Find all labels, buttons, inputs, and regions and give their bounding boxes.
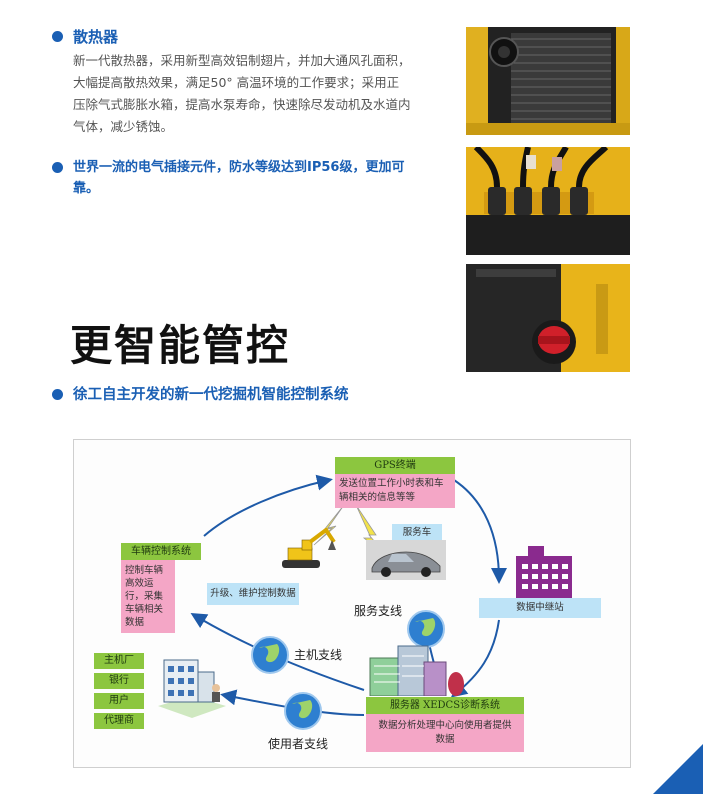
globe-icon: [284, 692, 322, 730]
user-item: 代理商: [94, 713, 144, 729]
upgrade-maintenance-label: 升级、维护控制数据: [207, 583, 299, 605]
section-title-radiator: 散热器: [73, 28, 119, 46]
bullet-dot: [52, 162, 63, 173]
vehicle-control-desc: 控制车辆高效运行，采集车辆相关数据: [121, 560, 175, 633]
corner-decoration: [653, 744, 703, 794]
host-line-label: 主机支线: [294, 648, 343, 662]
gps-terminal-title: GPS终端: [335, 457, 455, 474]
radiator-photo: [466, 27, 630, 135]
section-text-electrical: 世界一流的电气插接元件，防水等级达到IP56级，更加可靠。: [73, 160, 405, 196]
bullet-dot: [52, 389, 63, 400]
user-item: 银行: [94, 673, 144, 689]
user-item: 主机厂: [94, 653, 144, 669]
bullet-dot: [52, 31, 63, 42]
globe-icon: [251, 636, 289, 674]
service-car-icon: [366, 540, 446, 580]
switch-photo: [466, 264, 630, 372]
user-list: 主机厂 银行 用户 代理商: [94, 653, 144, 729]
page-subheading: 徐工自主开发的新一代挖掘机智能控制系统: [73, 387, 349, 403]
office-building-icon: [158, 659, 226, 718]
data-relay-label: 数据中继站: [479, 598, 601, 618]
gps-terminal-desc: 发送位置工作小时表和车辆相关的信息等等: [335, 474, 455, 508]
user-item: 用户: [94, 693, 144, 709]
server-desc: 数据分析处理中心向使用者提供数据: [366, 714, 524, 752]
section-body-radiator: 新一代散热器，采用新型高效铝制翅片，并加大通风孔面积，大幅提高散热效果，满足50…: [73, 53, 411, 134]
data-relay-building-icon: [516, 546, 572, 600]
server-title: 服务器 XEDCS诊断系统: [366, 697, 524, 714]
control-system-diagram: GPS终端 发送位置工作小时表和车辆相关的信息等等 服务车 车辆控制系统 控制车…: [73, 439, 631, 768]
connector-photo: [466, 147, 630, 255]
page-heading: 更智能管控: [70, 321, 291, 370]
excavator-icon: [282, 528, 336, 568]
server-cluster-icon: [369, 645, 464, 696]
vehicle-control-title: 车辆控制系统: [121, 543, 201, 560]
user-line-label: 使用者支线: [268, 737, 329, 751]
service-car-label: 服务车: [392, 524, 442, 542]
service-line-label: 服务支线: [354, 604, 403, 618]
